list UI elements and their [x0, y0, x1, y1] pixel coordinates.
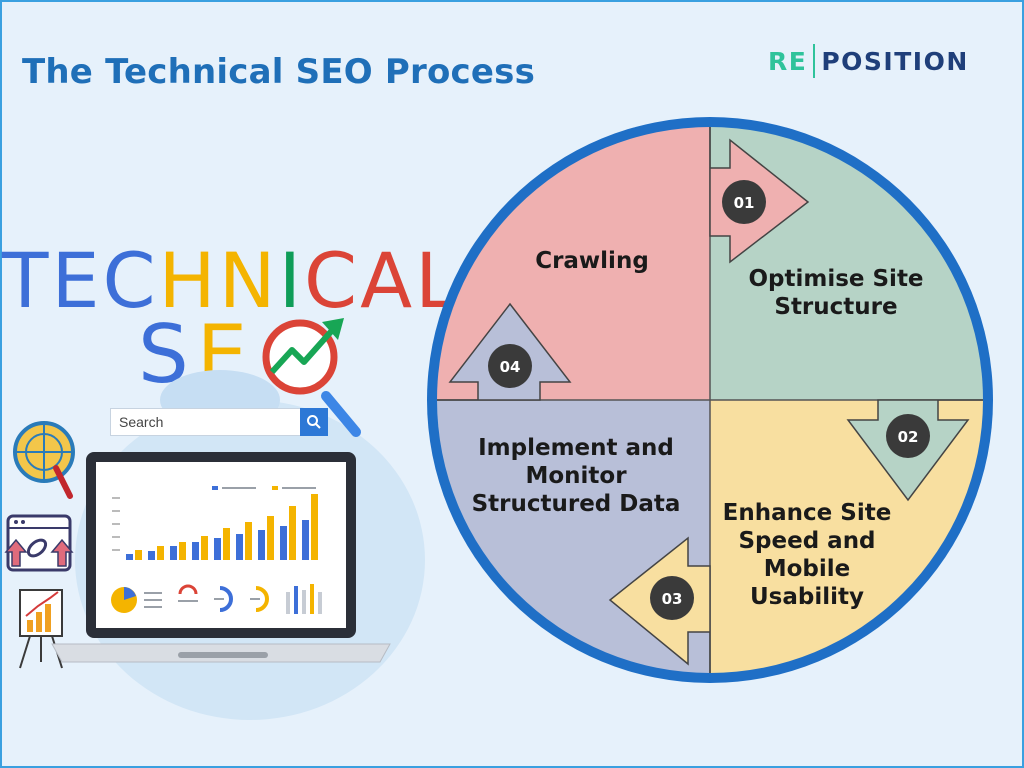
laptop-bar-blue — [236, 534, 243, 560]
badge-04 — [488, 344, 532, 388]
laptop-bar-gold — [157, 546, 164, 560]
laptop-bar-gold — [311, 494, 318, 560]
laptop-bar-blue — [258, 530, 265, 560]
laptop-bar-gold — [179, 542, 186, 560]
laptop-bar-blue — [302, 520, 309, 560]
process-cycle-diagram: 01 02 03 04 — [427, 117, 993, 683]
badge-02-label: 02 — [898, 428, 919, 446]
technical-letter: T — [2, 236, 52, 325]
growth-chart-easel-icon — [19, 589, 63, 669]
laptop-bar-blue — [192, 542, 199, 560]
badge-03 — [650, 576, 694, 620]
laptop-bar-blue — [170, 546, 177, 560]
technical-letter: I — [278, 236, 304, 325]
badge-01 — [722, 180, 766, 224]
search-bar-illustration: Search — [110, 408, 328, 436]
laptop-bar-blue — [148, 551, 155, 560]
magnifier-growth-icon — [262, 318, 361, 437]
step-02-label: Optimise Site Structure — [748, 266, 924, 320]
laptop-bar-gold — [135, 550, 142, 560]
laptop-bar-gold — [201, 536, 208, 560]
badge-02 — [886, 414, 930, 458]
logo-re: RE — [768, 46, 808, 76]
technical-letter: A — [360, 236, 416, 325]
laptop-bar-gold — [245, 522, 252, 560]
laptop-bar-gold — [223, 528, 230, 560]
step-04-label: Implement and Monitor Structured Data — [471, 435, 681, 517]
laptop-bar-gold — [267, 516, 274, 560]
laptop-bar-blue — [126, 554, 133, 560]
reposition-logo: RE POSITION — [768, 44, 969, 78]
technical-letter: C — [303, 236, 361, 325]
link-building-icon — [4, 514, 74, 572]
technical-wordmark: TECHNICAL — [2, 236, 460, 325]
laptop-bar-gold — [289, 506, 296, 560]
logo-position: POSITION — [821, 46, 969, 76]
laptop-bar-blue — [280, 526, 287, 560]
technical-letter: N — [218, 236, 279, 325]
step-01-label: Crawling — [535, 248, 649, 274]
search-icon — [300, 408, 328, 436]
technical-letter: C — [102, 236, 159, 325]
badge-04-label: 04 — [500, 358, 521, 376]
laptop-dashboard — [51, 452, 391, 663]
logo-divider — [813, 44, 816, 78]
technical-letter: H — [158, 236, 219, 325]
page-title: The Technical SEO Process — [22, 52, 536, 92]
badge-03-label: 03 — [662, 590, 683, 608]
search-label: Search — [119, 414, 164, 430]
badge-01-label: 01 — [734, 194, 755, 212]
laptop-bar-blue — [214, 538, 221, 560]
technical-letter: E — [51, 236, 103, 325]
globe-search-icon — [13, 421, 75, 499]
step-03-label: Enhance Site Speed and Mobile Usability — [722, 500, 892, 610]
